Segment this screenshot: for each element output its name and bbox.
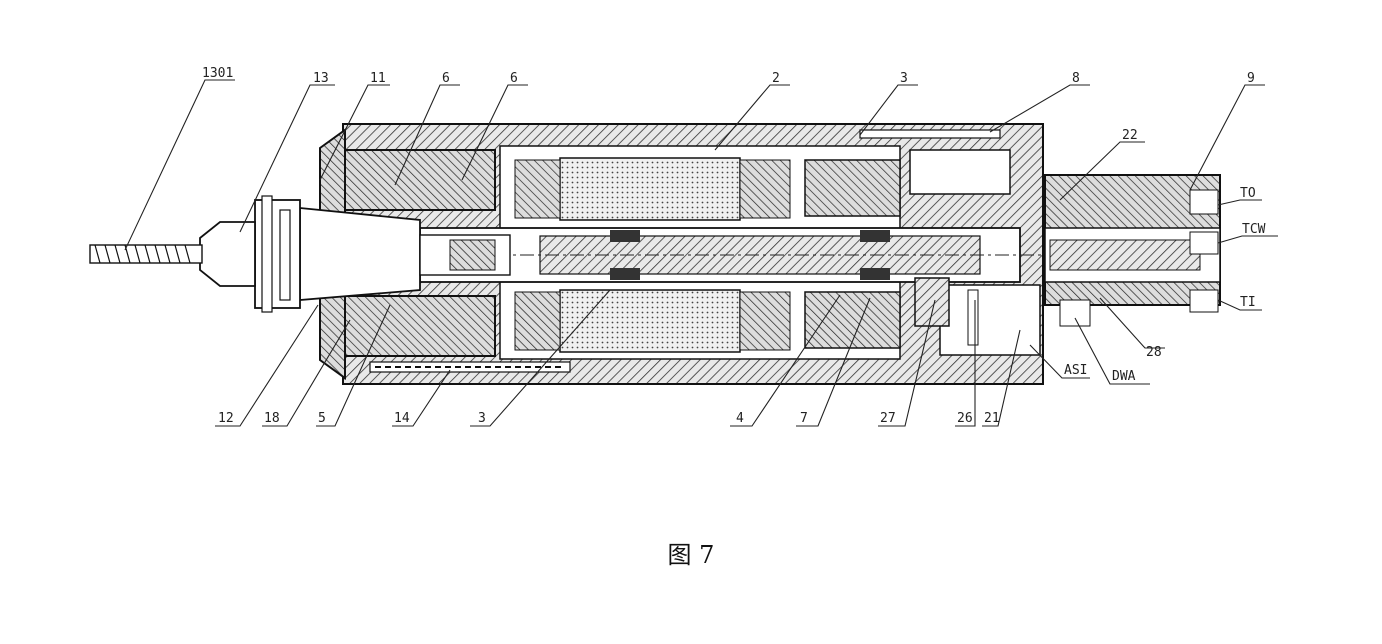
leader-line-9 <box>1189 84 1265 191</box>
leader-line-26 <box>955 300 976 427</box>
leader-line-1301 <box>124 79 235 251</box>
cooling-channel <box>369 129 1001 373</box>
label-1301: 1301 <box>202 66 233 81</box>
leader-line-13 <box>239 84 335 233</box>
leader-line-28 <box>1099 297 1165 349</box>
leader-line-DWA <box>1074 317 1150 385</box>
leader-line-27 <box>878 299 936 427</box>
leader-line-6b <box>461 84 528 181</box>
label-7: 7 <box>800 411 808 426</box>
motor-stator <box>514 157 791 353</box>
leader-line-8 <box>989 84 1090 133</box>
leader-line-22 <box>1059 141 1145 201</box>
label-21: 21 <box>984 411 1000 426</box>
label-3b: 3 <box>478 411 486 426</box>
leader-line-14 <box>392 369 451 427</box>
label-11: 11 <box>370 71 386 86</box>
leader-line-3a <box>859 84 918 136</box>
leader-line-ASI <box>1029 344 1090 379</box>
leader-line-21 <box>982 329 1021 427</box>
leader-line-6a <box>394 84 460 186</box>
spindle-shaft <box>419 227 1220 283</box>
label-6b: 6 <box>510 71 518 86</box>
label-22: 22 <box>1122 128 1138 143</box>
label-8: 8 <box>1072 71 1080 86</box>
cutting-tool <box>89 244 203 264</box>
label-18: 18 <box>264 411 280 426</box>
leader-line-4 <box>730 294 841 427</box>
leader-line-2 <box>714 84 790 151</box>
rear-bearing-blocks <box>804 159 979 349</box>
label-5: 5 <box>318 411 326 426</box>
label-2: 2 <box>772 71 780 86</box>
label-6a: 6 <box>442 71 450 86</box>
leader-line-TI <box>1217 299 1262 311</box>
label-13: 13 <box>313 71 329 86</box>
leader-line-TO <box>1217 199 1262 206</box>
label-TI: TI <box>1240 295 1256 310</box>
leader-line-12 <box>215 304 319 427</box>
label-ASI: ASI <box>1064 363 1087 378</box>
label-27: 27 <box>880 411 896 426</box>
leader-line-7 <box>796 297 871 427</box>
leader-line-5 <box>316 304 391 427</box>
tool-holder <box>199 195 511 313</box>
figure-caption: 图 7 <box>667 541 715 569</box>
label-14: 14 <box>394 411 410 426</box>
label-26: 26 <box>957 411 973 426</box>
rotary-union <box>1044 174 1221 327</box>
label-4: 4 <box>736 411 744 426</box>
leader-line-3b <box>470 289 611 427</box>
label-9: 9 <box>1247 71 1255 86</box>
leader-line-18 <box>262 319 351 427</box>
label-TO: TO <box>1240 186 1256 201</box>
label-TCW: TCW <box>1242 222 1266 237</box>
label-28: 28 <box>1146 345 1162 360</box>
leader-line-TCW <box>1217 235 1278 244</box>
label-DWA: DWA <box>1112 369 1136 384</box>
leader-line-11 <box>319 84 390 181</box>
label-3a: 3 <box>900 71 908 86</box>
label-12: 12 <box>218 411 234 426</box>
